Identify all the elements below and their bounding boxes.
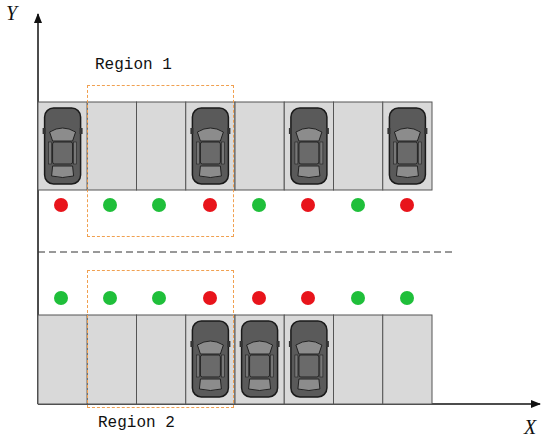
top-parking-row <box>38 102 432 190</box>
region-label: Region 1 <box>95 56 172 74</box>
axis-label: X <box>524 416 536 439</box>
region-box: Region 1 <box>87 85 234 237</box>
axis-label: Y <box>6 2 17 25</box>
bottom-parking-row <box>38 315 432 404</box>
region-box: Region 2 <box>87 270 234 408</box>
bottom-occupancy-dots <box>54 291 414 305</box>
region-label: Region 2 <box>98 414 175 432</box>
top-occupancy-dots <box>54 198 414 212</box>
lane-divider <box>38 252 455 253</box>
